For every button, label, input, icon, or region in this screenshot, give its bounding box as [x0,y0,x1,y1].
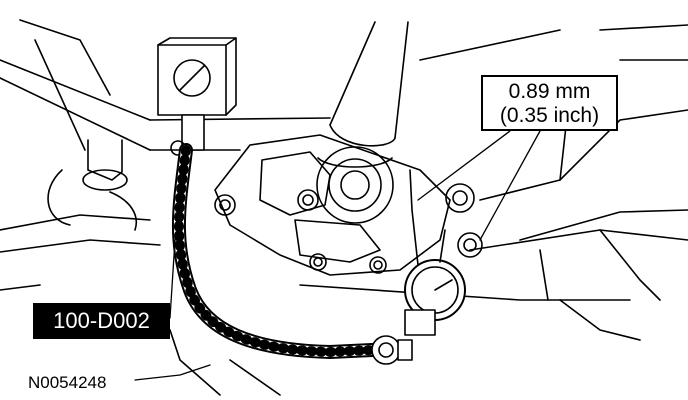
left-mount [47,139,137,231]
dial-indicator [404,169,466,336]
clamp-knob [371,335,413,365]
callout-imperial: (0.35 inch) [499,104,600,127]
drive-shaft [329,21,409,147]
flexible-arm [171,143,401,359]
tool-number-label: 100-D002 [33,303,170,339]
magnetic-base [157,37,237,156]
chassis-frame [0,19,688,396]
housing-bolts [214,183,483,274]
clearance-callout: 0.89 mm (0.35 inch) [481,75,618,131]
differential-housing [214,134,451,276]
leader-lines [134,130,541,381]
figure-id: N0054248 [28,373,107,392]
callout-metric: 0.89 mm [508,80,591,103]
